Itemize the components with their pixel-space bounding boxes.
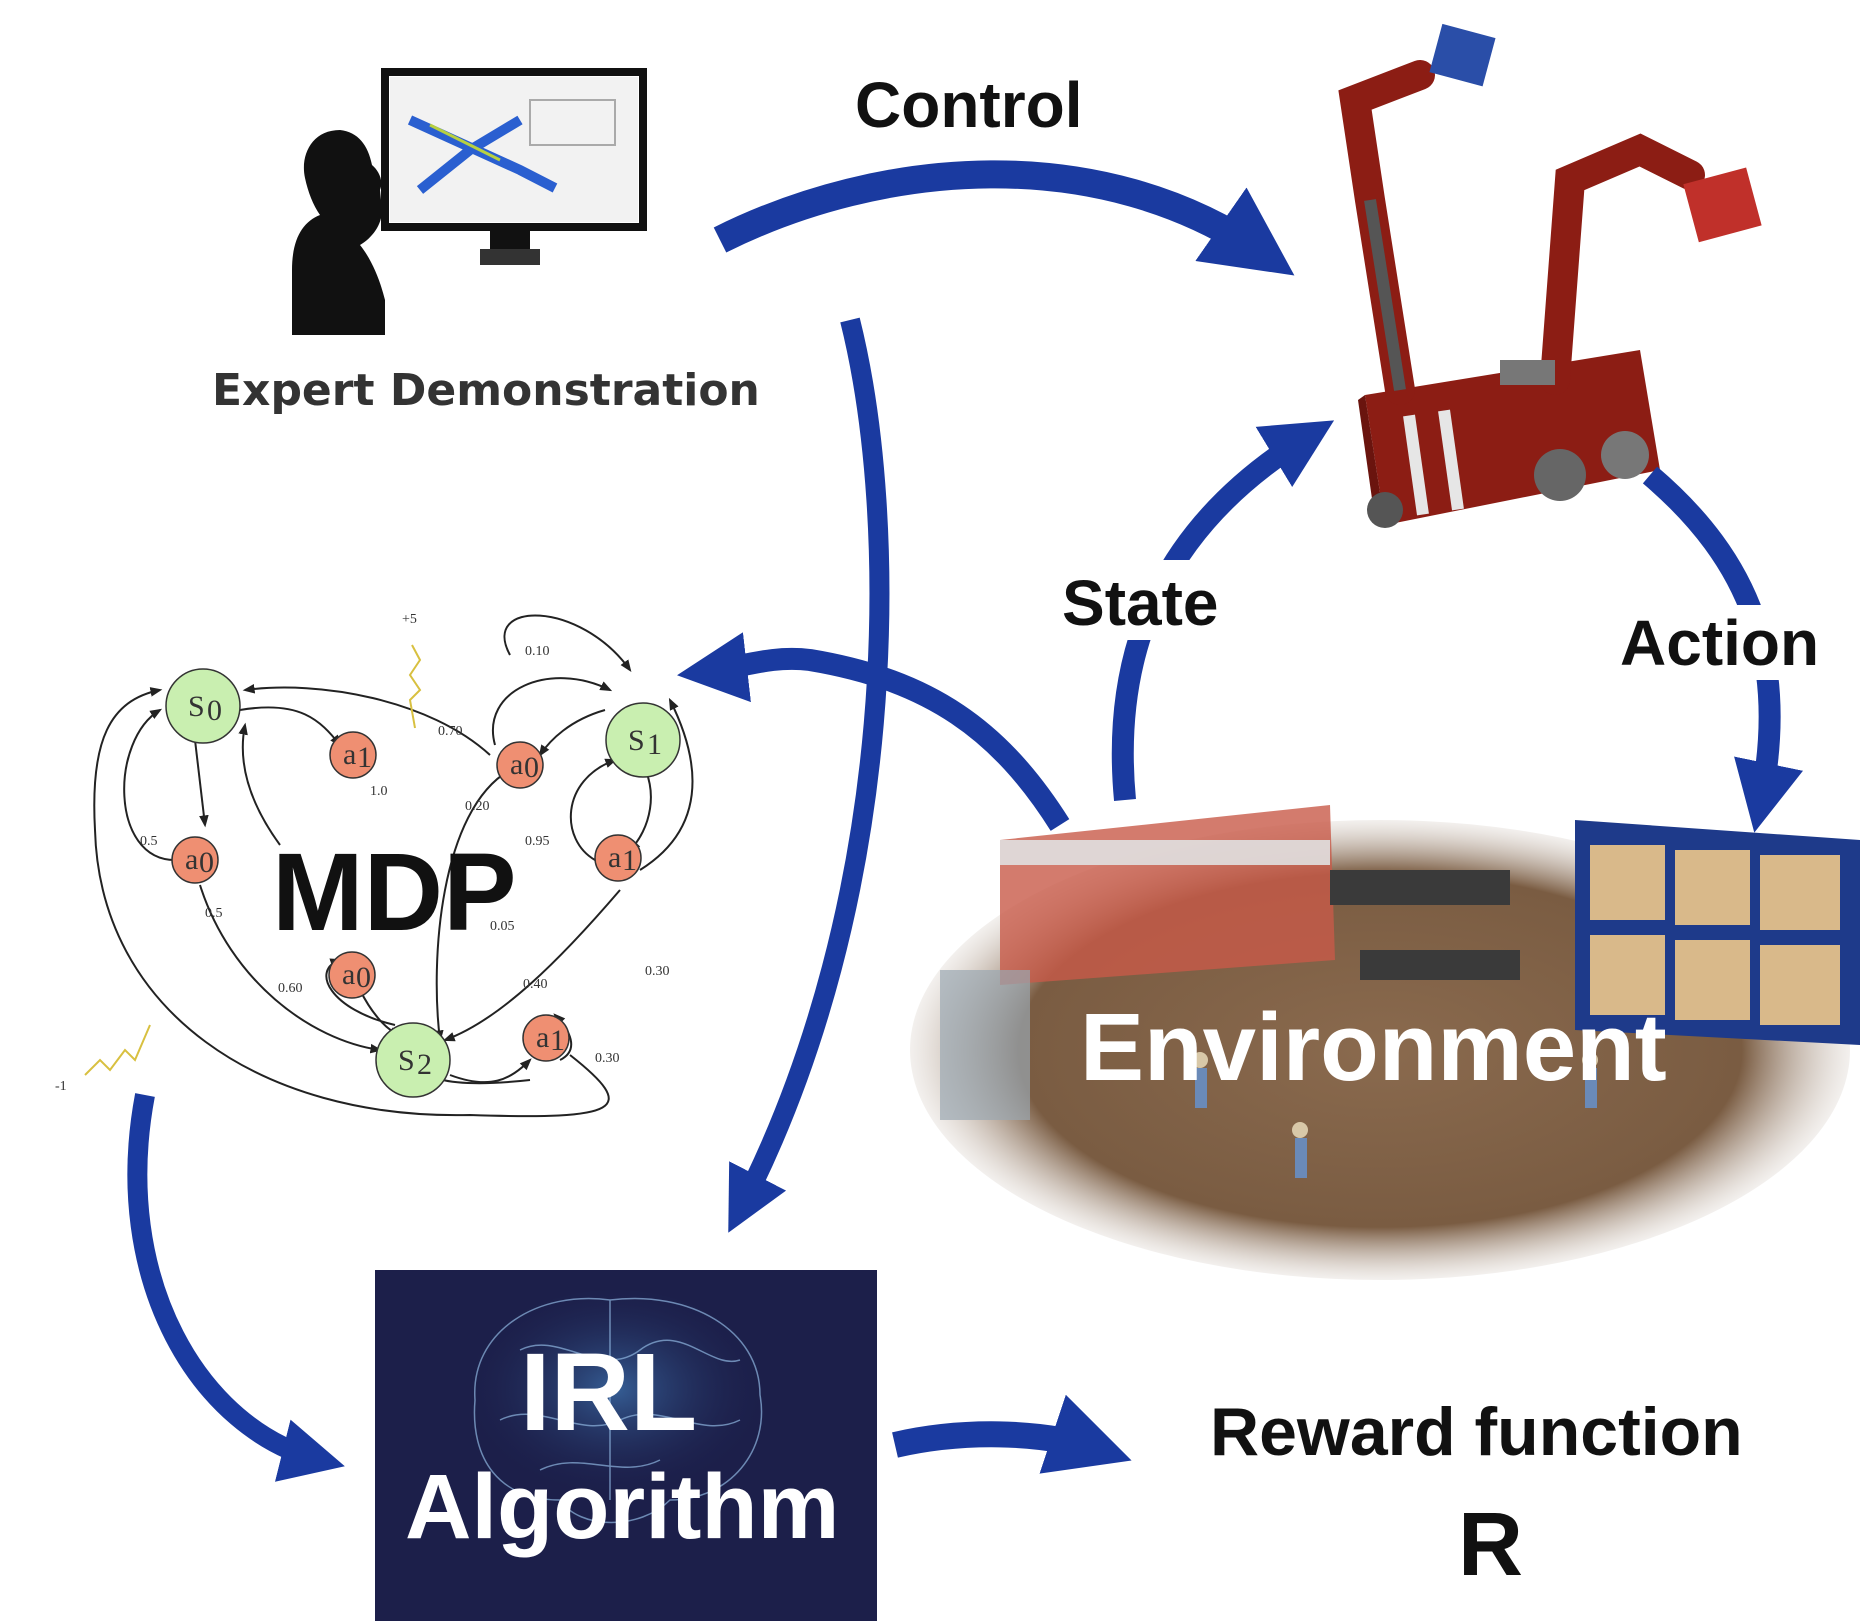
- svg-text:1: 1: [622, 844, 637, 877]
- reward-r-label: R: [1458, 1495, 1523, 1595]
- svg-text:1: 1: [550, 1024, 565, 1057]
- svg-text:a: a: [510, 748, 523, 781]
- svg-text:0: 0: [524, 751, 539, 784]
- expert-demonstration-label: Expert Demonstration: [212, 365, 760, 416]
- svg-text:S: S: [188, 690, 205, 723]
- mdp-label: MDP: [272, 831, 516, 954]
- action-node: a 0: [171, 836, 219, 884]
- action-node: a 0: [328, 951, 376, 999]
- edge-label: 0.05: [490, 919, 515, 934]
- mdp-graph: +5 -1 0.10 0.70 1.0 0.20 0.95 0.5 0.5 0.…: [55, 612, 694, 1118]
- brain-icon: [473, 1297, 763, 1524]
- reward-minus-label: -1: [55, 1079, 67, 1094]
- svg-text:S: S: [628, 724, 645, 757]
- svg-text:a: a: [343, 738, 356, 771]
- control-label: Control: [855, 69, 1083, 141]
- mdp-to-irl-arrow: [127, 1093, 345, 1482]
- action-node: a 0: [496, 741, 544, 789]
- action-node: a 1: [329, 731, 377, 779]
- edge-label: 0.5: [205, 906, 223, 921]
- edge-label: 0.30: [595, 1051, 620, 1066]
- svg-text:1: 1: [357, 741, 372, 774]
- algorithm-label: Algorithm: [405, 1456, 839, 1558]
- environment-scene: [910, 805, 1860, 1280]
- action-node: a 1: [594, 834, 642, 882]
- state-node: S 0: [165, 668, 241, 744]
- environment-label: Environment: [1080, 994, 1667, 1101]
- state-node: S 1: [605, 702, 681, 778]
- edge-label: 0.5: [140, 834, 158, 849]
- svg-text:S: S: [398, 1044, 415, 1077]
- edge-label: 0.60: [278, 981, 303, 996]
- irl-to-reward-arrow: [892, 1394, 1132, 1474]
- edge-label: 0.70: [438, 724, 463, 739]
- svg-text:0: 0: [356, 961, 371, 994]
- irl-algorithm-box: [375, 1270, 877, 1621]
- irl-label: IRL: [520, 1331, 697, 1454]
- state-node: S 2: [375, 1022, 451, 1098]
- svg-text:a: a: [185, 843, 198, 876]
- action-label: Action: [1620, 607, 1819, 679]
- svg-text:2: 2: [417, 1048, 432, 1081]
- reward-plus-label: +5: [402, 612, 417, 627]
- expert-silhouette-icon: [292, 130, 385, 335]
- edge-label: 0.30: [645, 964, 670, 979]
- monitor-icon: [381, 68, 647, 265]
- svg-text:a: a: [536, 1021, 549, 1054]
- action-node: a 1: [522, 1014, 570, 1062]
- edge-label: 0.40: [523, 977, 548, 992]
- environment-to-mdp-arrow: [677, 632, 1070, 831]
- svg-text:a: a: [342, 958, 355, 991]
- svg-text:0: 0: [199, 846, 214, 879]
- reward-function-label: Reward function: [1210, 1394, 1743, 1470]
- edge-label: 0.95: [525, 834, 550, 849]
- edge-label: 1.0: [370, 784, 388, 799]
- edge-label: 0.20: [465, 799, 490, 814]
- expert-to-irl-arrow: [728, 317, 890, 1233]
- svg-text:1: 1: [647, 728, 662, 761]
- edge-label: 0.10: [525, 644, 550, 659]
- svg-text:0: 0: [207, 694, 222, 727]
- state-label: State: [1062, 567, 1219, 639]
- control-arrow: [713, 160, 1295, 276]
- svg-text:a: a: [608, 841, 621, 874]
- mobile-manipulator-robot-icon: [1338, 23, 1762, 528]
